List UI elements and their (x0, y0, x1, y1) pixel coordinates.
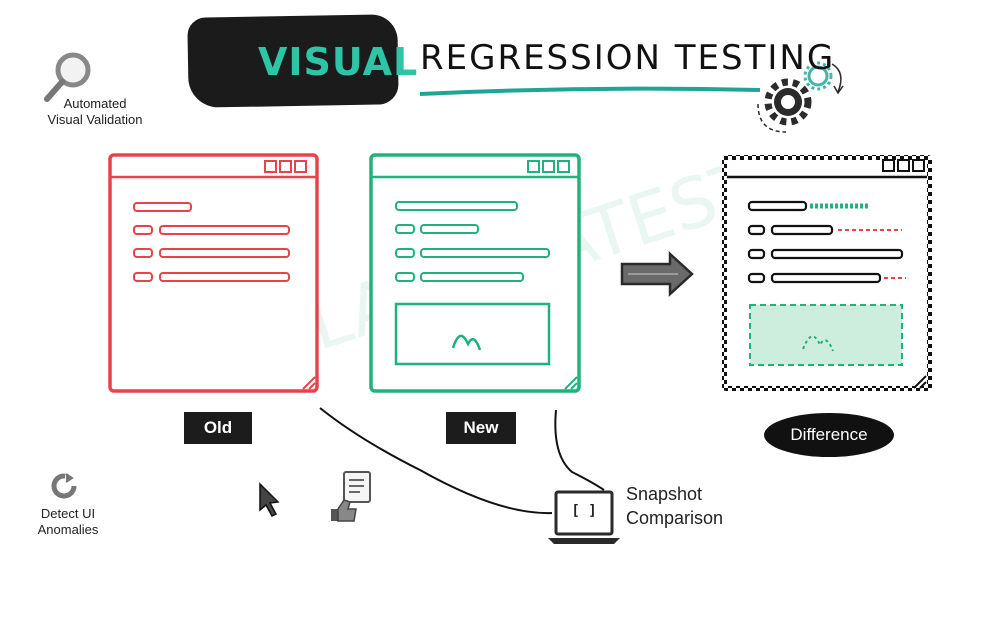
gear-icon (757, 61, 844, 133)
new-label: New (446, 412, 516, 444)
magnifier-icon (44, 52, 91, 102)
laptop-icon (548, 490, 620, 544)
old-label: Old (184, 412, 252, 444)
new-window (369, 153, 581, 393)
checklist-icon (331, 471, 371, 522)
connector-new (554, 409, 605, 491)
automated-validation-label: Automated Visual Validation (47, 96, 143, 127)
arrow-right-icon (620, 251, 694, 297)
difference-label: Difference (764, 413, 894, 457)
title-word-visual: VISUAL (258, 40, 419, 84)
connector-old (319, 407, 553, 515)
old-window (108, 153, 319, 393)
reload-icon (51, 473, 77, 499)
detect-anomalies-label: Detect UI Anomalies (37, 506, 99, 537)
snapshot-comparison-label: Snapshot Comparison (626, 484, 724, 528)
title-underline (419, 86, 761, 96)
title-regression-testing: REGRESSION TESTING (420, 38, 836, 78)
laptop-screen-brackets: [ ] (571, 503, 597, 519)
cursor-icon (259, 482, 280, 517)
difference-window (722, 155, 932, 391)
